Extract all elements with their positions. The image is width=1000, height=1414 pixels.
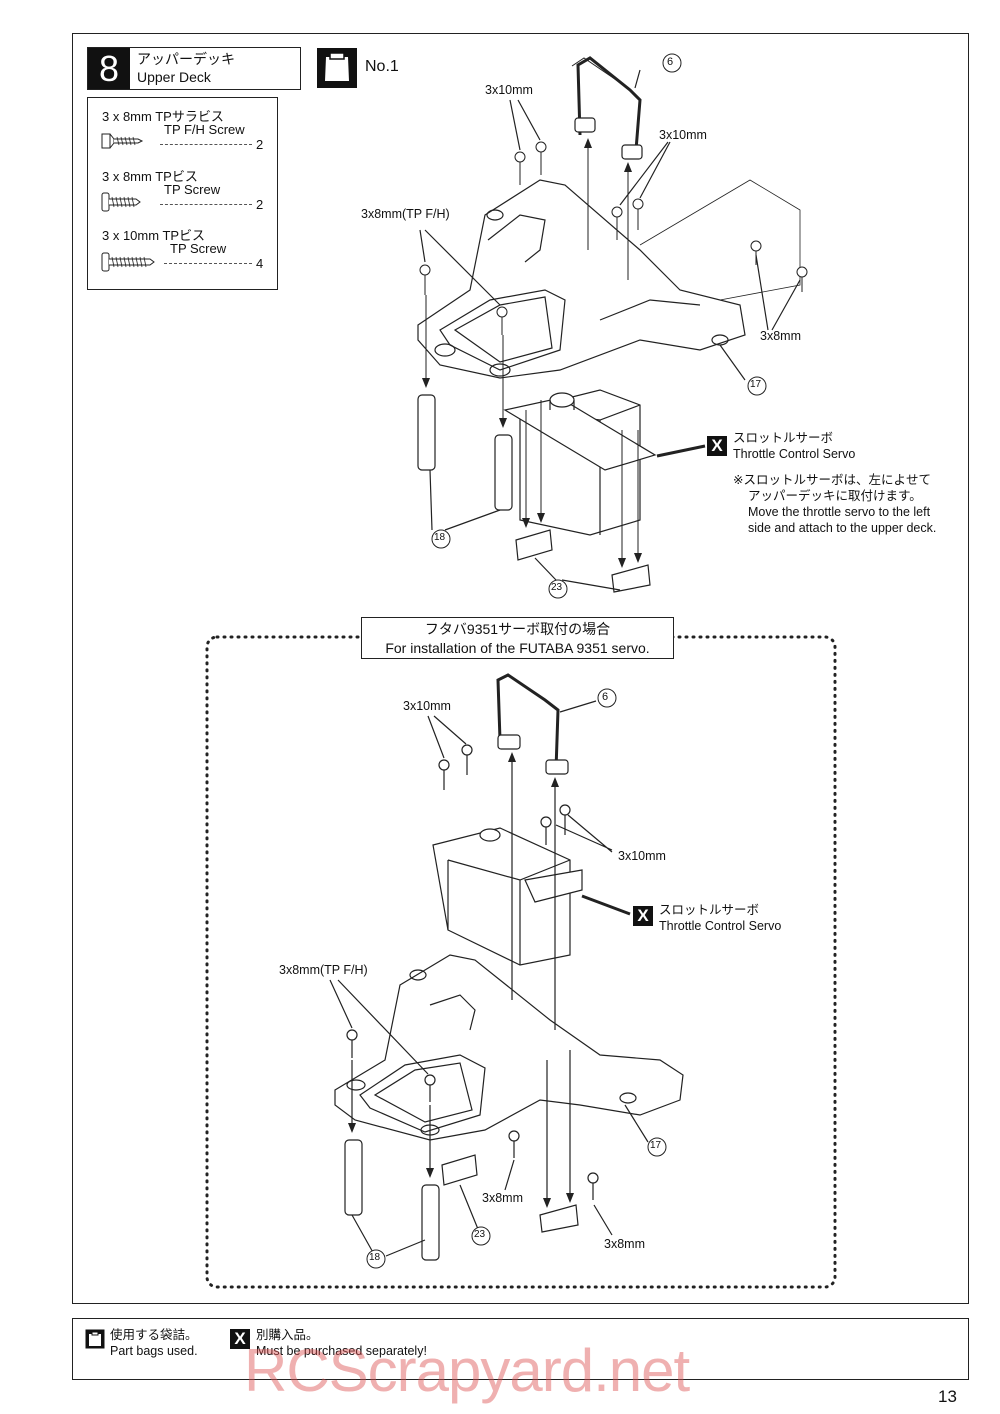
bag-label: No.1 <box>365 58 399 75</box>
bag-icon <box>85 1329 105 1349</box>
screw-item: 3 x 10mm TPビス TP Screw 4 <box>88 225 277 285</box>
bag-icon <box>317 48 357 88</box>
screw-type: TP F/H Screw <box>164 122 245 137</box>
part-number-17: 17 <box>750 379 762 390</box>
screw-qty: 4 <box>256 256 264 271</box>
legend-footer: 使用する袋詰。 Part bags used. X 別購入品。 Must be … <box>72 1318 969 1380</box>
screw-label-3x10: 3x10mm <box>485 83 533 97</box>
part-number-6: 6 <box>602 691 609 703</box>
page-number: 13 <box>938 1387 957 1406</box>
throttle-servo-en: Throttle Control Servo <box>733 447 856 461</box>
servo-note: ※スロットルサーボは、左によせて アッパーデッキに取付けます。 Move the… <box>733 472 936 536</box>
bag-legend-en: Part bags used. <box>110 1344 198 1358</box>
part-number-18: 18 <box>434 532 446 543</box>
screw-title: 3 x 10mm TPビス <box>102 228 206 243</box>
screw-qty: 2 <box>256 137 264 152</box>
x-mark: X <box>230 1329 250 1349</box>
x-mark: X <box>707 436 727 456</box>
servo-note-jp-1: ※スロットルサーボは、左によせて <box>733 473 931 487</box>
futaba-caption-en: For installation of the FUTABA 9351 serv… <box>385 640 650 656</box>
throttle-servo-jp: スロットルサーボ <box>659 903 760 917</box>
pan-head-screw-icon <box>101 192 141 212</box>
part-number-18: 18 <box>369 1252 381 1263</box>
part-number-23: 23 <box>474 1229 486 1240</box>
screw-dash <box>160 144 252 145</box>
screw-label-3x10: 3x10mm <box>618 849 666 863</box>
throttle-servo-jp: スロットルサーボ <box>733 431 834 445</box>
pan-head-screw-icon <box>101 252 155 272</box>
screw-title: 3 x 8mm TPビス <box>102 169 198 184</box>
futaba-caption-jp: フタバ9351サーボ取付の場合 <box>424 621 611 637</box>
screw-dash <box>164 263 252 264</box>
screw-label-3x8-fh: 3x8mm(TP F/H) <box>361 207 450 221</box>
screw-item: 3 x 8mm TPビス TP Screw 2 <box>88 166 277 226</box>
screw-item: 3 x 8mm TPサラビス TP F/H Screw 2 <box>88 106 277 166</box>
part-number-23: 23 <box>551 582 563 593</box>
separate-legend-jp: 別購入品。 <box>256 1328 319 1342</box>
screw-type: TP Screw <box>170 241 227 256</box>
servo-note-en-1: Move the throttle servo to the left <box>748 505 931 519</box>
bag-legend: 使用する袋詰。 Part bags used. <box>110 1327 198 1359</box>
step-title-en: Upper Deck <box>137 69 211 85</box>
part-number-6: 6 <box>667 56 674 68</box>
screw-label-3x10: 3x10mm <box>659 128 707 142</box>
x-legend-icon: X <box>230 1329 250 1349</box>
throttle-servo-label: スロットルサーボ Throttle Control Servo <box>659 902 781 934</box>
bag-legend-jp: 使用する袋詰。 <box>110 1328 198 1342</box>
separately-purchased-mark: X <box>707 436 727 456</box>
screw-label-3x8: 3x8mm <box>482 1191 523 1205</box>
servo-note-en-2: side and attach to the upper deck. <box>748 521 937 535</box>
separately-purchased-mark: X <box>633 906 653 926</box>
throttle-servo-en: Throttle Control Servo <box>659 919 782 933</box>
step-title-jp: アッパーデッキ <box>137 51 235 67</box>
screw-dash <box>160 204 252 205</box>
screw-qty: 2 <box>256 197 264 212</box>
screw-label-3x8: 3x8mm <box>760 329 801 343</box>
throttle-servo-label: スロットルサーボ Throttle Control Servo <box>733 430 855 462</box>
screw-title: 3 x 8mm TPサラビス <box>102 109 224 124</box>
screw-label-3x8-fh: 3x8mm(TP F/H) <box>279 963 368 977</box>
screw-label-3x8: 3x8mm <box>604 1237 645 1251</box>
screw-type: TP Screw <box>164 182 221 197</box>
page-frame <box>72 33 969 1304</box>
servo-note-jp-2: アッパーデッキに取付けます。 <box>748 489 922 503</box>
screw-label-3x10: 3x10mm <box>403 699 451 713</box>
x-mark: X <box>633 906 653 926</box>
futaba-caption: フタバ9351サーボ取付の場合 For installation of the … <box>361 617 674 659</box>
part-number-17: 17 <box>650 1140 662 1151</box>
separate-legend: 別購入品。 Must be purchased separately! <box>256 1327 427 1359</box>
screw-list: 3 x 8mm TPサラビス TP F/H Screw 2 3 x 8mm TP… <box>87 97 278 290</box>
flat-head-screw-icon <box>101 133 144 149</box>
step-header: 8 アッパーデッキ Upper Deck <box>87 47 301 90</box>
separate-legend-en: Must be purchased separately! <box>256 1344 427 1358</box>
step-number: 8 <box>88 48 130 89</box>
watermark: RCScrapyard.net <box>244 1337 690 1404</box>
